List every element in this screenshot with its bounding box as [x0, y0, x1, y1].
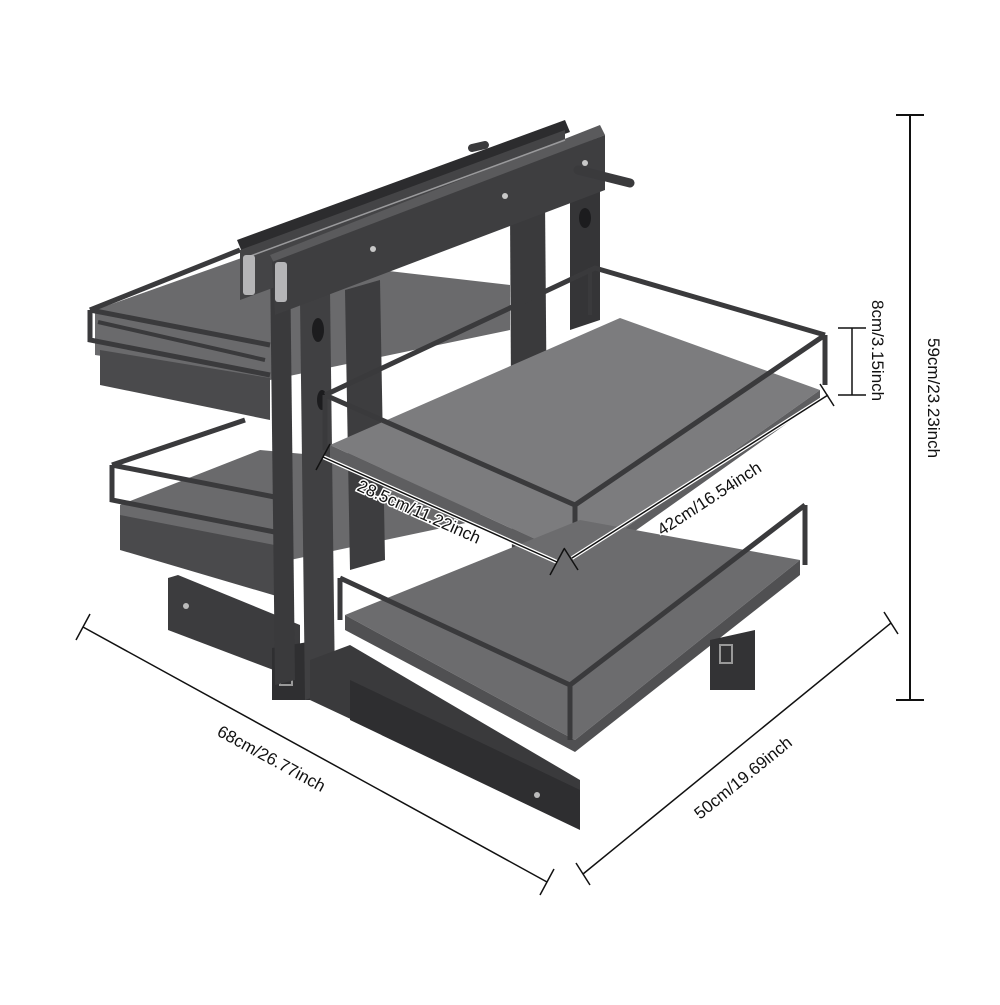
- corner-basket-illustration: [87, 120, 828, 830]
- overall-width-label: 68cm/26.77inch: [214, 722, 329, 796]
- overall-depth-label: 50cm/19.69inch: [691, 733, 796, 823]
- front-upper-basket: [322, 265, 828, 570]
- front-lower-basket: [337, 503, 808, 752]
- rail-height-label: 8cm/3.15inch: [868, 300, 887, 401]
- rail-height-dimension: 8cm/3.15inch: [838, 300, 887, 401]
- top-rail: [237, 120, 635, 315]
- left-slide-rail: [168, 575, 320, 700]
- total-height-dimension: 59cm/23.23inch: [896, 114, 943, 701]
- front-slide-rail: [310, 630, 755, 830]
- total-height-label: 59cm/23.23inch: [924, 338, 943, 458]
